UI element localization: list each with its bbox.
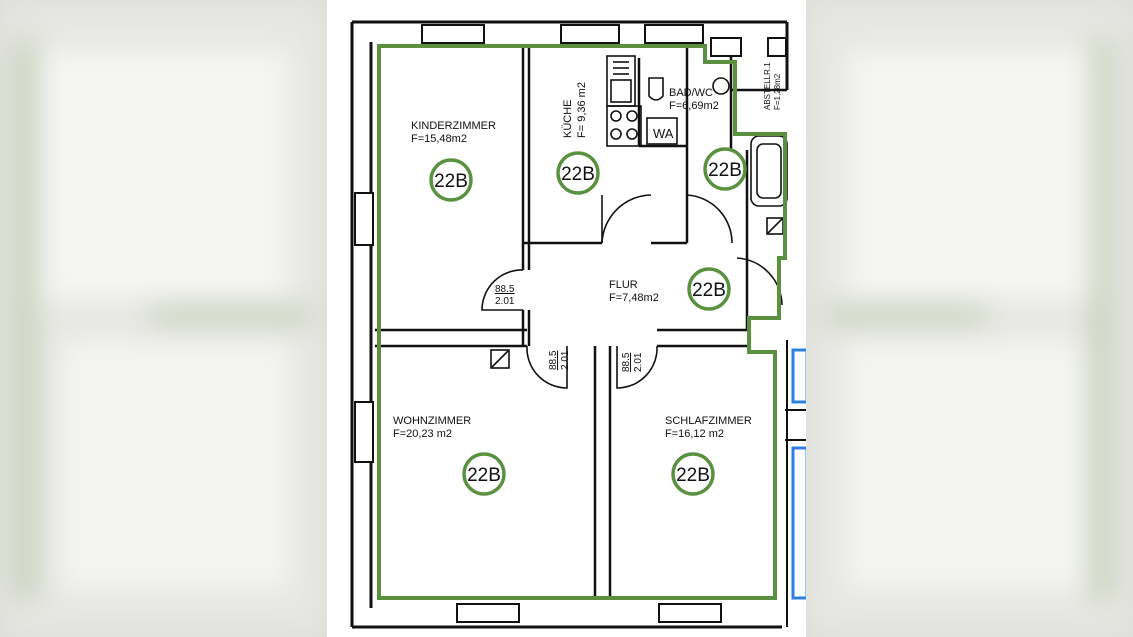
floor-plan-drawing: WA KINDERZIMMER F=15,48m2 KÜCHE F= 9,36 … (350, 20, 806, 629)
unit-badge-text: 22B (692, 280, 726, 301)
right-edge-walls (785, 340, 806, 627)
unit-badge-kinderzimmer: 22B (429, 158, 473, 202)
apartment-outline (377, 44, 787, 600)
door-dim-wohn-height: 2.01 (560, 350, 571, 370)
room-area-kueche: F= 9,36 m2 (576, 82, 588, 138)
unit-badge-kueche: 22B (556, 151, 600, 195)
windows-bottom (456, 603, 722, 623)
room-area-schlafzimmer: F=16,12 m2 (665, 428, 724, 440)
unit-badge-flur: 22B (687, 267, 731, 311)
door-swings (481, 194, 783, 389)
windows-right-blue (791, 348, 806, 600)
unit-badge-text: 22B (676, 465, 710, 486)
windows-left (354, 192, 374, 463)
washer-label: WA (653, 126, 674, 141)
unit-badge-schlafzimmer: 22B (671, 452, 715, 496)
room-area-flur: F=7,48m2 (609, 292, 659, 304)
room-label-flur: FLUR (609, 279, 638, 291)
door-dim-wohn-width: 88.5 (548, 350, 559, 370)
door-dim-left-width: 88.5 (495, 284, 515, 295)
room-label-wohnzimmer: WOHNZIMMER (393, 415, 471, 427)
room-label-kinderzimmer: KINDERZIMMER (411, 120, 496, 132)
room-area-kinderzimmer: F=15,48m2 (411, 133, 467, 145)
unit-badge-text: 22B (434, 171, 468, 192)
room-label-schlafzimmer: SCHLAFZIMMER (665, 415, 752, 427)
blurred-background-right (806, 0, 1133, 637)
room-area-wohnzimmer: F=20,23 m2 (393, 428, 452, 440)
windows-top (421, 24, 787, 57)
room-label-bad: BAD/WC (669, 87, 713, 99)
door-dim-schlaf-height: 2.01 (633, 352, 644, 372)
door-dim-left-height: 2.01 (495, 296, 515, 307)
unit-badge-text: 22B (561, 164, 595, 185)
room-label-abstell: ABSTELLR.1 (763, 62, 772, 110)
kitchen-fixtures (606, 55, 642, 147)
unit-badge-wohnzimmer: 22B (462, 452, 506, 496)
interior-walls (375, 46, 787, 600)
floor-plan: WA KINDERZIMMER F=15,48m2 KÜCHE F= 9,36 … (327, 0, 806, 637)
unit-badge-text: 22B (467, 465, 501, 486)
blurred-background-left (0, 0, 327, 637)
room-area-abstell: F=1,28m2 (773, 73, 782, 110)
room-area-bad: F=6,69m2 (669, 100, 719, 112)
unit-badge-bad: 22B (703, 147, 747, 191)
unit-badge-text: 22B (708, 160, 742, 181)
door-dim-schlaf-width: 88.5 (621, 352, 632, 372)
room-label-kueche: KÜCHE (562, 99, 574, 138)
outer-walls (350, 20, 789, 629)
